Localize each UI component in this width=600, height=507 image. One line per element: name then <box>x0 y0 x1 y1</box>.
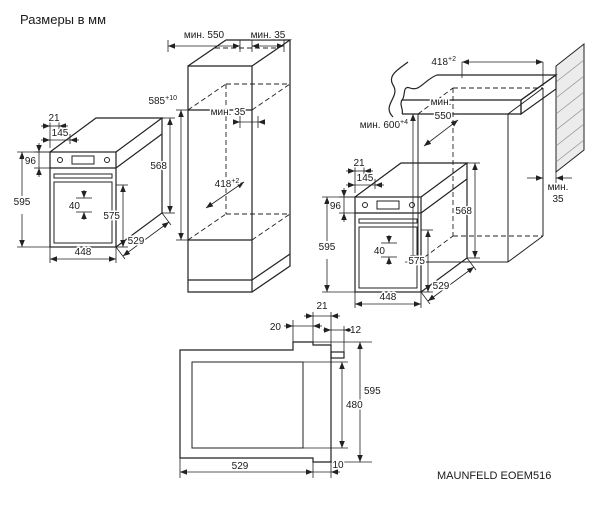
dim-oven-body-depth: 529 <box>433 281 450 292</box>
dim-oven-handle-inset: 40 <box>69 201 81 212</box>
oven-right-dim-labels: 21 145 96 595 40 575 568 448 529 <box>317 157 474 305</box>
dim-side-bottom-gap: 10 <box>332 460 344 471</box>
side-view-dim-labels: 21 20 12 595 480 529 10 <box>230 300 382 474</box>
model-label: MAUNFELD EOEM516 <box>437 470 551 482</box>
tall-cabinet-dim-labels: мин. 550 мин. 35 585+10 мин. 35 418+2 <box>147 29 287 192</box>
dim-cabinet-niche-depth: 418+2 <box>215 178 240 190</box>
dim-side-door-frame: 21 <box>316 301 328 312</box>
dim-oven-frame-offset: 21 <box>353 158 365 169</box>
dim-oven-body-width: 448 <box>380 292 397 303</box>
dim-oven-height: 595 <box>14 197 31 208</box>
dim-cabinet-depth-min: мин. 550 <box>184 30 225 41</box>
tall-cabinet-drawing <box>167 39 292 293</box>
dim-oven-body-width: 448 <box>75 247 92 258</box>
oven-left-dim-labels: 21 145 96 595 40 575 568 448 529 <box>12 112 169 260</box>
dim-oven-handle-inset: 40 <box>374 246 386 257</box>
base-cabinet-drawing <box>388 42 585 263</box>
dim-oven-panel-depth: 145 <box>52 128 69 139</box>
dim-base-niche-height: мин. 600+4 <box>360 119 408 131</box>
dim-base-rear-gap-word: мин. <box>548 182 569 193</box>
dim-oven-panel-height: 96 <box>330 201 342 212</box>
dim-oven-front-height: 575 <box>103 211 120 222</box>
dim-cabinet-rear-gap: мин. 35 <box>251 30 286 41</box>
dim-base-depth-min-value: 550 <box>435 111 452 122</box>
oven-isometric-right <box>322 163 480 308</box>
dim-side-handle-depth: 12 <box>350 325 362 336</box>
dim-oven-body-depth: 529 <box>128 236 145 247</box>
dim-oven-back-height: 568 <box>455 206 472 217</box>
dim-base-niche-depth: 418+2 <box>431 56 456 68</box>
dim-side-height: 595 <box>364 386 381 397</box>
dim-base-depth-min-word: мин. <box>431 97 452 108</box>
page-title: Размеры в мм <box>20 12 106 27</box>
dim-oven-panel-depth: 145 <box>357 173 374 184</box>
dim-oven-panel-height: 96 <box>25 156 37 167</box>
dim-oven-frame-offset: 21 <box>48 113 60 124</box>
side-view-drawing <box>179 312 372 478</box>
dim-side-top-recess: 20 <box>270 322 282 333</box>
dim-oven-back-height: 568 <box>150 161 167 172</box>
oven-isometric-left <box>17 118 175 263</box>
dim-side-inner-height: 480 <box>346 400 363 411</box>
dim-oven-height: 595 <box>319 242 336 253</box>
dim-side-depth: 529 <box>232 461 249 472</box>
base-cabinet-dim-labels: 418+2 мин. 600+4 мин. 550 мин. 35 <box>358 55 570 207</box>
dim-cabinet-vent-gap: мин. 35 <box>211 107 246 118</box>
dim-base-rear-gap-value: 35 <box>552 194 564 205</box>
dim-cabinet-niche-height: 585+10 <box>148 95 177 107</box>
dim-oven-front-height: 575 <box>408 256 425 267</box>
